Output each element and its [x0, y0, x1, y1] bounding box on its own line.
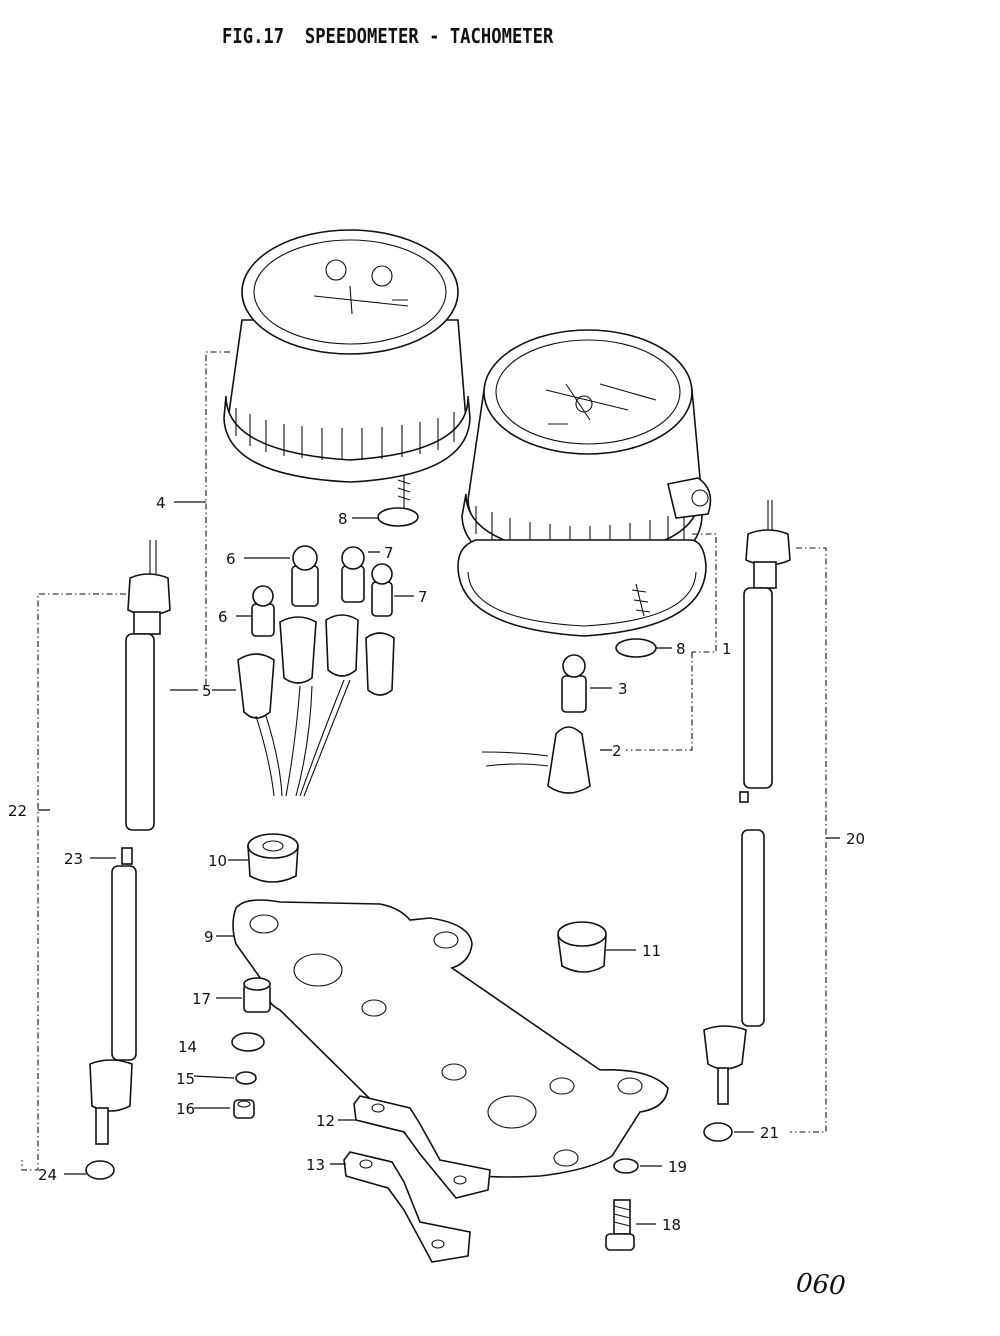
callout-13: 13	[306, 1156, 325, 1174]
callout-11: 11	[642, 942, 661, 960]
mounting-bracket-9	[232, 899, 669, 1178]
callout-15: 15	[176, 1070, 195, 1088]
callout-14: 14	[178, 1038, 197, 1056]
right-meter-housing	[457, 329, 712, 637]
callout-7b: 7	[418, 588, 428, 606]
spacer-17	[243, 977, 271, 1013]
figure-title: FIG.17 SPEEDOMETER - TACHOMETER	[222, 24, 554, 48]
callout-1: 1	[722, 640, 732, 658]
grommet-21	[703, 1122, 733, 1142]
washer-8-right	[615, 638, 657, 658]
callout-21: 21	[760, 1124, 779, 1142]
washer-14	[231, 1032, 265, 1052]
nut-16	[233, 1099, 255, 1119]
plate-12	[353, 1095, 491, 1199]
damper-10	[247, 833, 299, 883]
nut-15	[235, 1071, 257, 1085]
callout-3: 3	[618, 680, 628, 698]
socket-2	[481, 726, 591, 794]
callout-20: 20	[846, 830, 865, 848]
callout-8a: 8	[338, 510, 348, 528]
callout-6b: 6	[218, 608, 228, 626]
callout-17: 17	[192, 990, 211, 1008]
washer-19	[613, 1158, 639, 1174]
cable-22	[89, 540, 171, 1145]
callout-9: 9	[204, 928, 214, 946]
callout-16: 16	[176, 1100, 195, 1118]
callout-7a: 7	[384, 544, 394, 562]
callout-4: 4	[156, 494, 166, 512]
cable-20	[703, 500, 791, 1105]
callout-18: 18	[662, 1216, 681, 1234]
callout-12: 12	[316, 1112, 335, 1130]
callout-6a: 6	[226, 550, 236, 568]
bulb-3	[561, 654, 587, 713]
washer-8-left	[377, 507, 419, 527]
cap-11	[557, 921, 607, 973]
callout-10: 10	[208, 852, 227, 870]
callout-2: 2	[612, 742, 622, 760]
callout-22: 22	[8, 802, 27, 820]
grommet-24	[85, 1160, 115, 1180]
callout-24: 24	[38, 1166, 57, 1184]
bolt-18	[605, 1199, 635, 1251]
left-meter-housing	[223, 229, 471, 508]
callout-19: 19	[668, 1158, 687, 1176]
callout-8b: 8	[676, 640, 686, 658]
callout-23: 23	[64, 850, 83, 868]
callout-labels: 1 2 3 4 5 6 6 7 7 8 8 9 10 11 12 13 14 1…	[8, 494, 865, 1234]
leader-lines	[21, 351, 840, 1225]
plate-13	[343, 1151, 471, 1263]
page-number: 060	[795, 1268, 847, 1302]
callout-5: 5	[202, 682, 212, 700]
bulb-socket-group	[237, 545, 395, 797]
